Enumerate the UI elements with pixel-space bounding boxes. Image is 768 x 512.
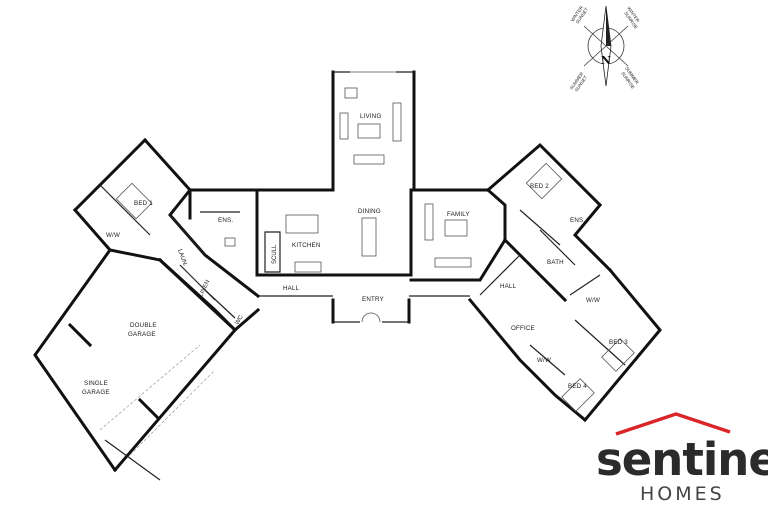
room-bath: BATH — [547, 259, 564, 266]
brand-sub: HOMES — [640, 483, 725, 505]
brand-logo: sentinel HOMES — [596, 412, 768, 505]
entry-area — [258, 295, 470, 324]
room-ww-left: W/W — [106, 232, 120, 239]
room-double-garage-line1: DOUBLE — [130, 322, 157, 329]
room-entry: ENTRY — [362, 296, 384, 303]
garage — [33, 247, 238, 481]
room-ens-right: ENS. — [570, 217, 585, 224]
living-wing — [331, 70, 416, 192]
room-bed4: BED 4 — [568, 383, 587, 390]
roof-icon — [615, 412, 731, 436]
room-single-garage-line1: SINGLE — [84, 380, 108, 387]
right-wing — [467, 142, 662, 423]
room-hall-right: HALL — [500, 283, 517, 290]
room-ww-bed4: W/W — [537, 357, 551, 364]
compass-north-label: N — [601, 54, 611, 67]
room-single-garage-line2: GARAGE — [82, 389, 110, 396]
room-scull: SCULL — [272, 244, 278, 264]
room-wc: WC — [235, 314, 246, 326]
room-bed1: BED 1 — [134, 200, 153, 207]
compass-cross-icon — [583, 25, 629, 67]
compass-needle-shade-icon — [606, 6, 611, 46]
brand-name: sentinel — [596, 433, 768, 486]
room-hall-left: HALL — [283, 285, 300, 292]
room-dining: DINING — [358, 208, 381, 215]
room-ww-bed3: W/W — [586, 297, 600, 304]
room-family: FAMILY — [447, 211, 470, 218]
room-bed2: BED 2 — [530, 183, 549, 190]
room-bed3: BED 3 — [609, 339, 628, 346]
room-laun: LAUN. — [176, 249, 188, 268]
room-ens-left: ENS. — [218, 217, 233, 224]
room-office: OFFICE — [511, 325, 535, 332]
room-double-garage-line2: GARAGE — [128, 331, 156, 338]
room-living: LIVING — [360, 113, 382, 120]
central-body — [188, 187, 507, 282]
left-wing — [72, 137, 261, 333]
room-kitchen: KITCHEN — [292, 242, 321, 249]
compass: N WINTER SUNSET WINTER SUNRISE SUMMER SU… — [569, 5, 641, 93]
